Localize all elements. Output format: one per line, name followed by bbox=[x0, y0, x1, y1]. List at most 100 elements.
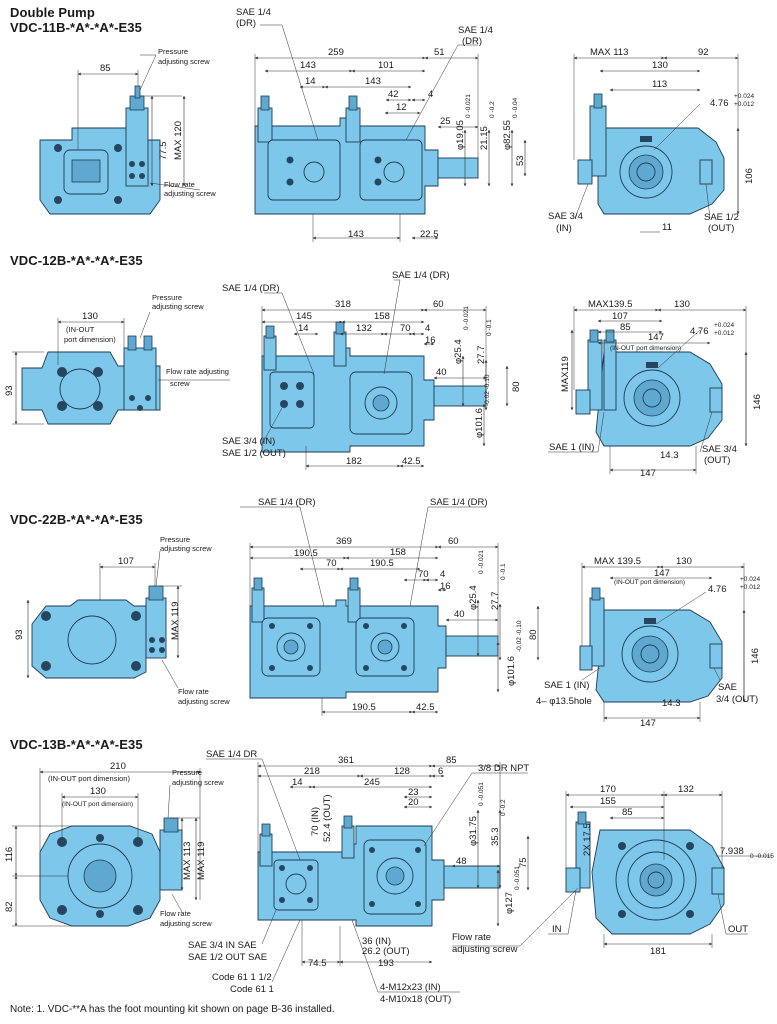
s4-code2: Code 61 1 bbox=[230, 984, 274, 995]
s1-dim-106: 106 bbox=[744, 168, 755, 184]
s4-dim-85b: 85 bbox=[622, 807, 633, 818]
s4-pressure-adj: adjusting screw bbox=[172, 778, 224, 787]
s4-flow-right: Flow rate bbox=[452, 932, 491, 943]
s1-phi1905-tol: 0 -0.021 bbox=[465, 94, 472, 118]
s2-476-tol1: +0.024 bbox=[714, 322, 734, 329]
s1-dim-25: 25 bbox=[440, 116, 451, 127]
s4-353-tol: 0 -0.2 bbox=[500, 799, 507, 816]
s2-end-view bbox=[12, 311, 230, 425]
s4-flow-adj: adjusting screw bbox=[160, 919, 212, 928]
s1-dim-51: 51 bbox=[434, 47, 445, 58]
s3-dim-40: 40 bbox=[454, 609, 465, 620]
s4-m12: 4-M12x23 (IN) bbox=[380, 982, 441, 993]
s4-dim-75: 75 bbox=[518, 857, 529, 868]
s3-dim-369: 369 bbox=[336, 536, 352, 547]
s3-flow-adj: adjusting screw bbox=[178, 697, 230, 706]
s4-dim-6: 6 bbox=[438, 766, 443, 777]
s3-34out: 3/4 (OUT) bbox=[716, 694, 758, 705]
s2-flow-screw: screw bbox=[170, 379, 190, 388]
title-line: Double Pump bbox=[10, 5, 95, 20]
s3-dim-147b: 147 bbox=[640, 718, 656, 729]
s4-524out: 52.4 (OUT) bbox=[322, 794, 333, 842]
s3-pressure: Pressure bbox=[160, 535, 190, 544]
s2-dim-85: 85 bbox=[620, 322, 631, 333]
footnote: Note: 1. VDC-**A has the foot mounting k… bbox=[10, 1004, 335, 1015]
s3-dim-107: 107 bbox=[118, 556, 134, 567]
s2-dim-93: 93 bbox=[4, 385, 15, 396]
s3-476: 4.76 bbox=[708, 584, 727, 595]
s4-inout2: (IN-OUT port dimension) bbox=[62, 801, 133, 808]
s2-sae12out: SAE 1/2 (OUT) bbox=[222, 448, 286, 459]
s3-pressure-adj: adjusting screw bbox=[160, 544, 212, 553]
s3-dim-60: 60 bbox=[448, 536, 459, 547]
s3-dim-425: 42.5 bbox=[416, 702, 435, 713]
s2-dim-70: 70 bbox=[400, 323, 411, 334]
s3-277-tol: 0 -0.1 bbox=[500, 563, 507, 580]
s4-dim-82: 82 bbox=[4, 901, 15, 912]
s2-dim-318: 318 bbox=[335, 299, 351, 310]
page-title: Double Pump VDC-11B-*A*-*A*-E35 bbox=[10, 5, 142, 35]
s2-dim-147b: 147 bbox=[640, 468, 656, 479]
s3-sae14dr-a: SAE 1/4 (DR) bbox=[258, 497, 316, 508]
s4-max113: MAX 113 bbox=[182, 842, 193, 880]
s2-dim-425: 42.5 bbox=[402, 456, 421, 467]
s4-dim-128: 128 bbox=[394, 766, 410, 777]
s1-dim-12: 12 bbox=[396, 102, 407, 113]
s1-dim-11: 11 bbox=[662, 222, 672, 233]
s1-sae12: SAE 1/2 bbox=[704, 212, 739, 223]
s1-dim-259: 259 bbox=[328, 47, 344, 58]
s3-phi254-tol: 0 -0.021 bbox=[478, 550, 485, 574]
s2-sae34in: SAE 3/4 (IN) bbox=[222, 436, 275, 447]
s4-flow-right-adj: adjusting screw bbox=[452, 944, 518, 955]
s2-side-view bbox=[261, 279, 509, 470]
s4-max119: MAX 119 bbox=[196, 842, 207, 880]
s2-dim-80: 80 bbox=[511, 381, 522, 392]
s2-dim-158: 158 bbox=[374, 311, 390, 322]
s1-dim-143b: 143 bbox=[365, 76, 381, 87]
s4-262out: 26.2 (OUT) bbox=[362, 946, 410, 957]
s3-phi1016: φ101.6 bbox=[506, 656, 517, 686]
s3-max1395: MAX 139.5 bbox=[594, 556, 641, 567]
s2-dim-130b: 130 bbox=[674, 299, 690, 310]
s1-pressure: Pressure bbox=[158, 47, 188, 56]
s4-phi3175-tol: 0 -0.051 bbox=[478, 782, 485, 806]
s1-dim-92: 92 bbox=[698, 47, 709, 58]
s1-dim-14: 14 bbox=[305, 76, 316, 87]
s4-m10: 4-M10x18 (OUT) bbox=[380, 994, 451, 1005]
section-3-model: VDC-22B-*A*-*A*-E35 bbox=[10, 512, 143, 527]
s3-dim-16: 16 bbox=[440, 581, 451, 592]
s1-side-view bbox=[254, 24, 527, 242]
s3-476-tol1: +0.024 bbox=[740, 576, 760, 583]
s1-front-view bbox=[573, 54, 740, 233]
s2-476: 4.76 bbox=[690, 326, 709, 337]
s3-dim-70b: 70 bbox=[418, 569, 429, 580]
s2-pressure-adj: adjusting screw bbox=[152, 302, 204, 311]
s3-hole: 4– φ13.5hole bbox=[536, 696, 592, 707]
s2-sae34: SAE 3/4 bbox=[702, 444, 737, 455]
s2-dim-16: 16 bbox=[425, 335, 436, 346]
s4-dim-48: 48 bbox=[456, 856, 467, 867]
s2-phi1016: φ101.6 bbox=[474, 408, 485, 438]
s3-476-tol2: +0.012 bbox=[740, 584, 760, 591]
s2-phi1016-tol: -0.02 -0.10 bbox=[484, 374, 491, 406]
s3-inout-right: (IN-OUT port dimension) bbox=[614, 579, 685, 586]
s3-dim-1905a: 190.5 bbox=[294, 548, 318, 559]
s4-dim-210: 210 bbox=[110, 761, 126, 772]
s4-dim-14: 14 bbox=[292, 777, 303, 788]
s2-sae1in: SAE 1 (IN) bbox=[549, 442, 594, 453]
s2-dim-40: 40 bbox=[436, 367, 447, 378]
s3-sae14dr-b: SAE 1/4 (DR) bbox=[430, 497, 488, 508]
s2-277: 27.7 bbox=[476, 346, 487, 365]
s1-dim-85: 85 bbox=[100, 63, 111, 74]
s4-dim-132: 132 bbox=[678, 784, 694, 795]
s4-7938-tol: 0 -0.015 bbox=[750, 853, 774, 860]
s3-phi1016-tol: -0.02 -0.10 bbox=[516, 620, 523, 652]
s1-sae14dr-a: SAE 1/4 bbox=[236, 7, 271, 18]
s2-front-view bbox=[548, 306, 748, 474]
s2-inout2: port dimension) bbox=[64, 335, 116, 344]
s4-dim-20: 20 bbox=[408, 797, 419, 808]
s2-277-tol: 0 -0.1 bbox=[486, 319, 493, 336]
s4-dim-745: 74.5 bbox=[308, 958, 327, 969]
s4-353: 35.3 bbox=[490, 828, 501, 847]
s3-dim-1905c: 190.5 bbox=[352, 702, 376, 713]
